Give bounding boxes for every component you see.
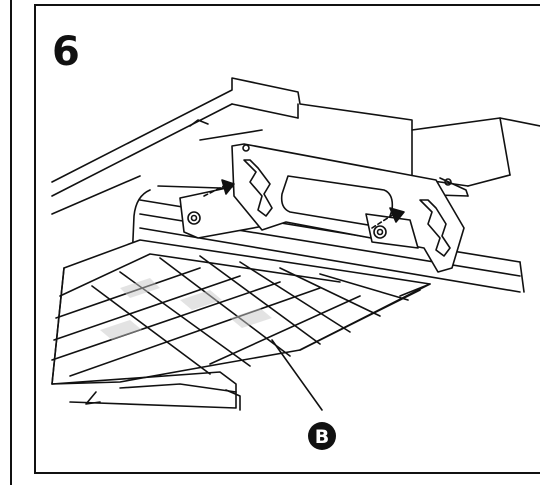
- insertion-arrows: [203, 179, 405, 229]
- main-bracket: [231, 143, 465, 273]
- callout-label: B: [315, 426, 329, 448]
- step-number: 6: [52, 29, 80, 75]
- callout-marker-b: [308, 422, 336, 450]
- filter-tray: [51, 289, 421, 411]
- grease-filter: [51, 239, 431, 385]
- filter-shading: [100, 278, 272, 340]
- callout-leader: [271, 339, 323, 411]
- previous-panel-edge: [0, 0, 12, 485]
- cabinet-underside: [51, 77, 540, 215]
